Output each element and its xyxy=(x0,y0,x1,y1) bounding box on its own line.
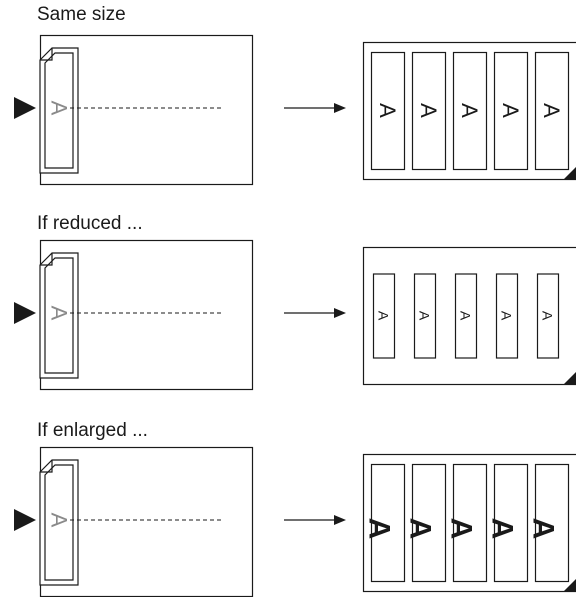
arrow-head-icon xyxy=(334,308,346,318)
original-document xyxy=(39,252,79,379)
copy-page xyxy=(534,51,570,171)
copy-page xyxy=(413,273,437,359)
label-enlarged: If enlarged ... xyxy=(37,420,148,441)
copy-letter: A xyxy=(486,518,519,540)
original-letter: A xyxy=(47,306,72,321)
copy-letter: A xyxy=(416,103,441,118)
copy-page xyxy=(493,51,529,171)
copy-letter: A xyxy=(527,518,560,540)
dog-ear xyxy=(40,48,53,61)
label-same-size: Same size xyxy=(37,4,126,25)
copy-page xyxy=(534,463,570,583)
copy-page xyxy=(536,273,560,359)
original-letter: A xyxy=(47,101,72,116)
copy-sheet xyxy=(362,41,576,181)
copy-letter: A xyxy=(539,103,564,118)
arrow-head-icon xyxy=(334,103,346,113)
original-letter: A xyxy=(47,513,72,528)
original-document xyxy=(39,47,79,174)
feed-pointer-icon xyxy=(14,97,36,119)
copy-letter: A xyxy=(375,103,400,118)
copy-page xyxy=(370,463,406,583)
copy-corner-fold xyxy=(563,579,576,592)
copy-letter: A xyxy=(498,103,523,118)
copy-letter: A xyxy=(499,311,515,321)
original-document-inner xyxy=(44,257,74,374)
copy-corner-fold xyxy=(563,167,576,180)
copy-sheet xyxy=(362,246,576,386)
copy-page xyxy=(454,273,478,359)
original-document xyxy=(39,459,79,586)
copy-page xyxy=(411,463,447,583)
copy-page xyxy=(411,51,447,171)
copy-letter: A xyxy=(404,518,437,540)
dog-ear xyxy=(40,460,53,473)
copy-sheet xyxy=(362,453,576,593)
copy-letter: A xyxy=(417,311,433,321)
copy-page xyxy=(370,51,406,171)
copy-page xyxy=(452,51,488,171)
dog-ear xyxy=(40,253,53,266)
copy-letter: A xyxy=(376,311,392,321)
copy-letter: A xyxy=(363,518,396,540)
copy-letter: A xyxy=(540,311,556,321)
copy-page xyxy=(493,463,529,583)
label-reduced: If reduced ... xyxy=(37,213,143,234)
original-document-inner xyxy=(44,52,74,169)
copy-page xyxy=(495,273,519,359)
arrow-head-icon xyxy=(334,515,346,525)
copy-page xyxy=(452,463,488,583)
copy-letter: A xyxy=(457,103,482,118)
copy-letter: A xyxy=(445,518,478,540)
copy-page xyxy=(372,273,396,359)
feed-pointer-icon xyxy=(14,302,36,324)
copy-corner-fold xyxy=(563,372,576,385)
feed-pointer-icon xyxy=(14,509,36,531)
copy-letter: A xyxy=(458,311,474,321)
original-document-inner xyxy=(44,464,74,581)
